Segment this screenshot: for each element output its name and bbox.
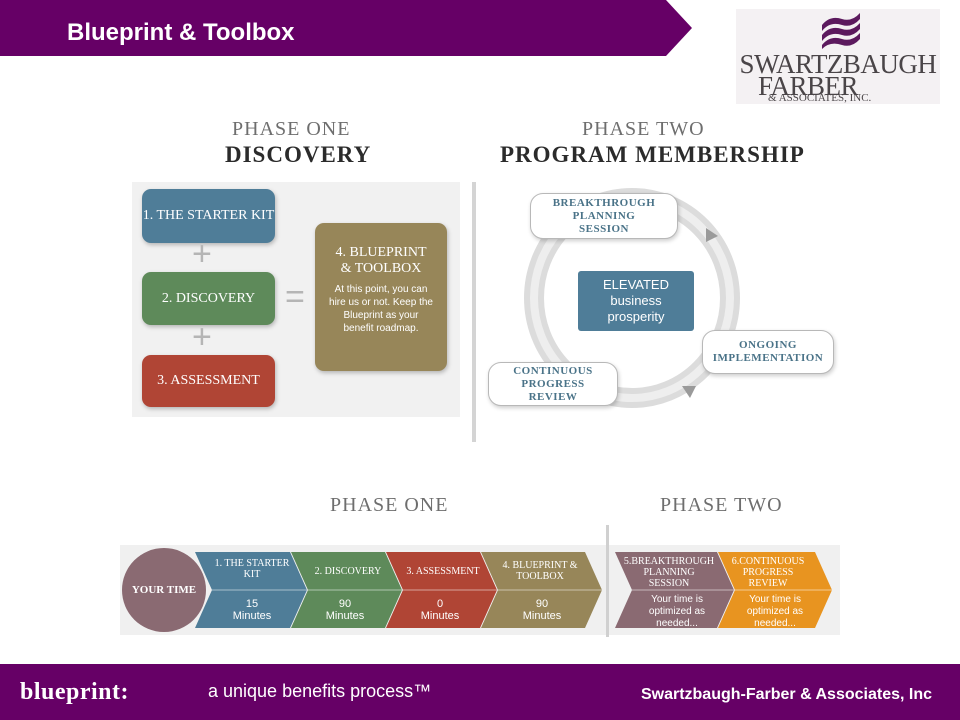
result-title: 4. BLUEPRINT & TOOLBOX <box>335 245 427 276</box>
page-title: Blueprint & Toolbox <box>67 19 295 46</box>
timeline-divider <box>606 525 609 637</box>
header-band <box>0 0 692 56</box>
step-assessment: 3. ASSESSMENT <box>142 355 275 407</box>
logo-line-3: & ASSOCIATES, INC. <box>768 92 872 104</box>
timeline-title-blueprint: 4. BLUEPRINT & TOOLBOX <box>502 560 578 582</box>
phase-divider <box>472 182 476 442</box>
footer-tagline: a unique benefits process™ <box>208 681 432 701</box>
phase-one-title: DISCOVERY <box>225 142 372 167</box>
phase-two-title: PROGRAM MEMBERSHIP <box>500 142 805 167</box>
cycle-ongoing-implementation: ONGOING IMPLEMENTATION <box>702 330 834 374</box>
cycle-arrow-icon <box>682 386 696 398</box>
company-logo: SWARTZBAUGH FARBER & ASSOCIATES, INC. <box>736 9 940 104</box>
step-discovery: 2. DISCOVERY <box>142 272 275 325</box>
cycle-arrow-icon <box>706 228 718 242</box>
footer-company: Swartzbaugh-Farber & Associates, Inc <box>640 686 932 703</box>
timeline-title-assessment: 3. ASSESSMENT <box>406 566 480 577</box>
phase-one-label: PHASE ONE <box>232 118 351 140</box>
phase-two-label: PHASE TWO <box>582 118 705 140</box>
logo-line-1: SWARTZBAUGH <box>739 49 937 79</box>
logo-line-2: FARBER <box>758 71 859 101</box>
footer-brand: blueprint: <box>20 679 130 705</box>
logo-mark-icon <box>822 13 860 49</box>
timeline-title-starter-kit: 1. THE STARTER KIT <box>214 558 290 580</box>
step-starter-kit: 1. THE STARTER KIT <box>142 189 275 243</box>
equals-sign: = <box>285 278 305 316</box>
timeline-chevrons <box>195 552 832 628</box>
plus-sign-2: + <box>192 318 212 356</box>
timeline-title-continuous: 6.CONTINUOUS PROGRESS REVIEW <box>731 556 805 589</box>
result-text: At this point, you can hire us or not. K… <box>329 284 433 334</box>
your-time-label: YOUR TIME <box>131 584 197 596</box>
timeline-title-breakthrough: 5.BREAKTHROUGH PLANNING SESSION <box>623 556 715 589</box>
timeline-title-discovery: 2. DISCOVERY <box>314 566 382 577</box>
timeline-value-breakthrough: Your time is optimized as needed... <box>648 594 706 629</box>
timeline-phase-two-label: PHASE TWO <box>660 494 783 516</box>
cycle-continuous-progress: CONTINUOUS PROGRESS REVIEW <box>488 362 618 406</box>
timeline-value-continuous: Your time is optimized as needed... <box>746 594 804 629</box>
result-blueprint-toolbox: 4. BLUEPRINT & TOOLBOX At this point, yo… <box>315 223 447 371</box>
timeline-phase-one-label: PHASE ONE <box>330 494 449 516</box>
cycle-breakthrough-planning: BREAKTHROUGH PLANNING SESSION <box>530 193 678 239</box>
footer-bar: blueprint: a unique benefits process™ Sw… <box>0 664 960 720</box>
plus-sign-1: + <box>192 235 212 273</box>
cycle-center: ELEVATED business prosperity <box>578 271 694 331</box>
your-time-circle <box>122 548 206 632</box>
